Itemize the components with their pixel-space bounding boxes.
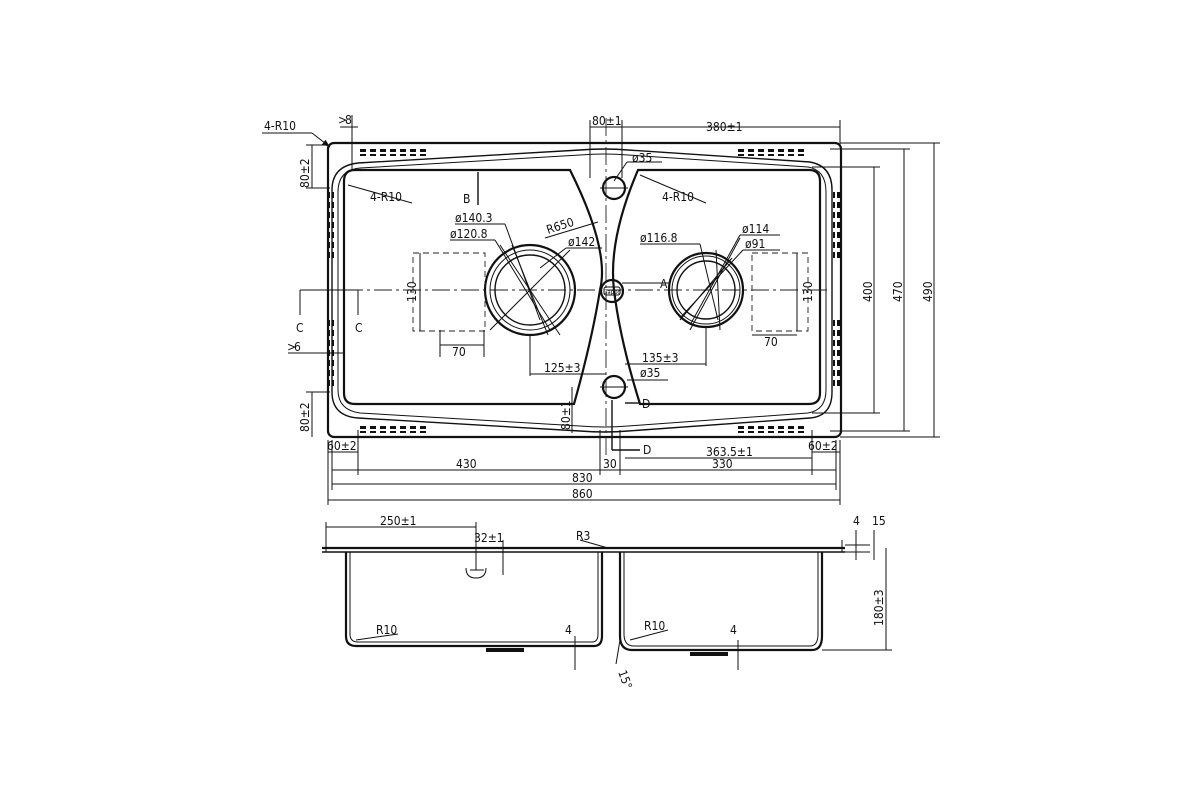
- label-dia-140: ø140.3: [455, 211, 493, 225]
- stripes-bottom-left: [360, 426, 426, 433]
- sink-inner-rim: [331, 148, 833, 433]
- left-bowl-outline: [342, 168, 604, 406]
- label-angle-15: 15°: [615, 668, 635, 691]
- svg-text:Gappo: Gappo: [603, 289, 621, 296]
- dim-250: 250±1: [380, 514, 417, 528]
- dim-490: 490: [921, 281, 935, 302]
- center-overflow-badge: Gappo: [599, 278, 625, 304]
- dim-70-left: 70: [452, 345, 466, 359]
- section-label-d-bottom: D: [643, 443, 651, 457]
- right-bowl-outline: [611, 168, 822, 406]
- dim-80-bottom: 80±1: [559, 400, 573, 430]
- label-dia-35-bottom: ø35: [640, 366, 660, 380]
- dim-4-top: 4: [853, 514, 860, 528]
- dim-80-left-bottom: 80±2: [298, 402, 312, 432]
- right-dashed-accessory-area: [751, 252, 809, 332]
- dim-400: 400: [861, 281, 875, 302]
- left-dashed-accessory-area: [412, 252, 486, 332]
- dim-470: 470: [891, 281, 905, 302]
- dim-15: 15: [872, 514, 886, 528]
- section-label-c-left: C: [296, 321, 304, 335]
- dim-70-right: 70: [764, 335, 778, 349]
- section-label-b: B: [463, 192, 470, 206]
- svg-text:>: >: [287, 340, 296, 354]
- right-bowl-section: [618, 552, 824, 652]
- svg-text:>: >: [338, 113, 347, 127]
- dim-830: 830: [572, 471, 593, 485]
- label-dia-91: ø91: [745, 237, 765, 251]
- dim-430: 430: [456, 457, 477, 471]
- label-dia-142: ø142: [568, 235, 595, 249]
- dim-130-right: 130: [801, 281, 815, 302]
- dim-60-left: 60±2: [327, 439, 357, 453]
- dim-4-right: 4: [730, 623, 737, 637]
- section-label-a: A: [660, 277, 668, 291]
- label-thickness-8: 8: [345, 113, 352, 127]
- dim-60-right: 60±2: [808, 439, 838, 453]
- label-r10-bowl-right: R10: [644, 619, 665, 633]
- stripes-bottom-right: [738, 426, 804, 433]
- label-dia-120: ø120.8: [450, 227, 488, 241]
- right-drain: [667, 237, 745, 331]
- dim-363: 363.5±1: [706, 445, 753, 459]
- dim-80-left-top: 80±2: [298, 158, 312, 188]
- dim-125: 125±3: [544, 361, 581, 375]
- left-bowl-section: [344, 552, 604, 648]
- sink-inner-rim-2: [337, 153, 827, 428]
- dim-80-top: 80±1: [592, 114, 622, 128]
- label-dia-35-top: ø35: [632, 151, 652, 165]
- dim-130-left: 130: [405, 281, 419, 302]
- dim-4-left: 4: [565, 623, 572, 637]
- stripes-top-right: [738, 149, 804, 156]
- label-4-r10-inner-right: 4-R10: [662, 190, 694, 204]
- stripes-right-side: [833, 192, 840, 386]
- label-r10-bowl-left: R10: [376, 623, 397, 637]
- dim-32: 32±1: [474, 531, 504, 545]
- plan-view: Gappo C C B A D D 4-R10 4-R10: [262, 113, 940, 505]
- dim-135: 135±3: [642, 351, 679, 365]
- section-label-d-top: D: [642, 397, 650, 411]
- dim-30: 30: [603, 457, 617, 471]
- label-4-r10-inner-left: 4-R10: [370, 190, 402, 204]
- dim-180: 180±3: [872, 589, 886, 626]
- dim-330: 330: [712, 457, 733, 471]
- label-dia-114: ø114: [742, 222, 769, 236]
- section-view: 250±1 32±1 R3 4 15 180±3 R10 R10 4 4 15°: [322, 514, 892, 691]
- dim-860: 860: [572, 487, 593, 501]
- label-4-r10-outer: 4-R10: [264, 119, 296, 133]
- label-dia-116: ø116.8: [640, 231, 678, 245]
- stripes-top-left: [360, 149, 426, 156]
- dim-380: 380±1: [706, 120, 743, 134]
- section-label-c-right: C: [355, 321, 363, 335]
- label-thickness-6: 6: [294, 340, 301, 354]
- label-r3: R3: [576, 529, 590, 543]
